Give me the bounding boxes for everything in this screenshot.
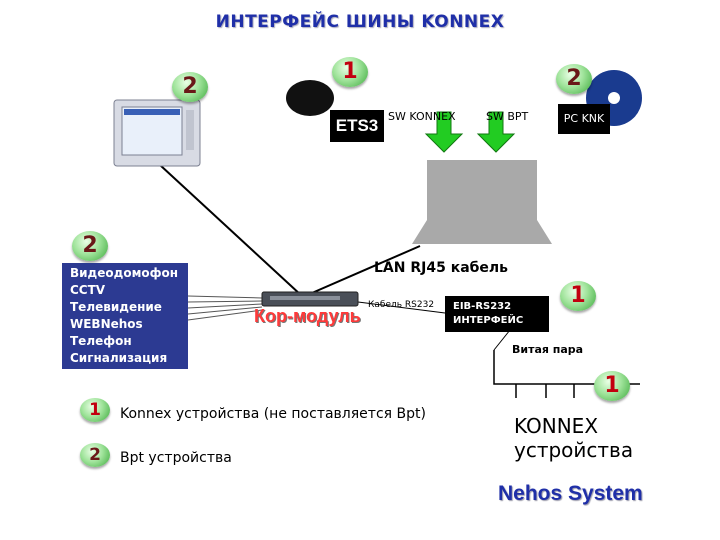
eib-interface-line2: ИНТЕРФЕЙС (453, 315, 524, 326)
twisted-pair-label: Витая пара (512, 343, 584, 356)
services-lines (187, 295, 263, 321)
eib-interface-line1: EIB-RS232 (453, 301, 512, 312)
legend-two-text: Bpt устройства (120, 450, 232, 466)
rs232-line (357, 301, 446, 314)
badge-knx-devices: 1 (594, 371, 630, 401)
touch-panel-icon (113, 99, 201, 167)
lan-cable-label: LAN RJ45 кабель (374, 260, 509, 276)
arrow-sw-bpt (476, 111, 516, 153)
service-item: Сигнализация (70, 351, 168, 365)
bus-drops (515, 384, 605, 398)
service-item: Видеодомофон (70, 266, 179, 280)
badge-ets: 1 (332, 57, 368, 87)
bus-line (493, 350, 640, 385)
ets-disc-icon (286, 80, 334, 116)
service-item: CCTV (70, 283, 106, 297)
arrow-sw-konnex (424, 111, 464, 153)
badge-pc-knk: 2 (556, 64, 592, 94)
badge-legend-one: 1 (80, 398, 110, 422)
knx-devices-line2: устройства (514, 438, 634, 462)
legend-one-text: Konnex устройства (не поставляется Bpt) (120, 406, 426, 422)
laptop-icon (427, 160, 537, 220)
badge-touch-panel: 2 (172, 72, 208, 102)
rs232-cable-label: Кабель RS232 (368, 300, 435, 310)
services-box: Видеодомофон CCTV Телевидение WEBNehos Т… (62, 263, 188, 369)
badge-eib-interface: 1 (560, 281, 596, 311)
knx-devices-label: KONNEX устройства (514, 414, 674, 462)
service-item: Телефон (70, 334, 132, 348)
service-item: WEBNehos (70, 317, 143, 331)
eib-interface-box: EIB-RS232 ИНТЕРФЕЙС (445, 296, 549, 332)
badge-services: 2 (72, 231, 108, 261)
kor-module-label: Кор-модуль (254, 306, 361, 326)
twisted-pair-line (493, 329, 511, 351)
laptop-base-shape (412, 220, 552, 244)
ets-box: ETS3 (330, 110, 384, 142)
lan-cable-line (304, 245, 421, 297)
knx-devices-line1: KONNEX (514, 414, 599, 438)
brand-logo-text: Nehos System (498, 482, 643, 505)
sw-bpt-label: SW BPT (486, 110, 529, 123)
service-item: Телевидение (70, 300, 162, 314)
panel-to-kor-line (159, 164, 303, 297)
pc-knk-box: PC KNK (558, 104, 610, 134)
page-title: ИНТЕРФЕЙС ШИНЫ KONNEX (215, 12, 505, 32)
sw-konnex-label: SW KONNEX (388, 110, 456, 123)
badge-legend-two: 2 (80, 443, 110, 467)
